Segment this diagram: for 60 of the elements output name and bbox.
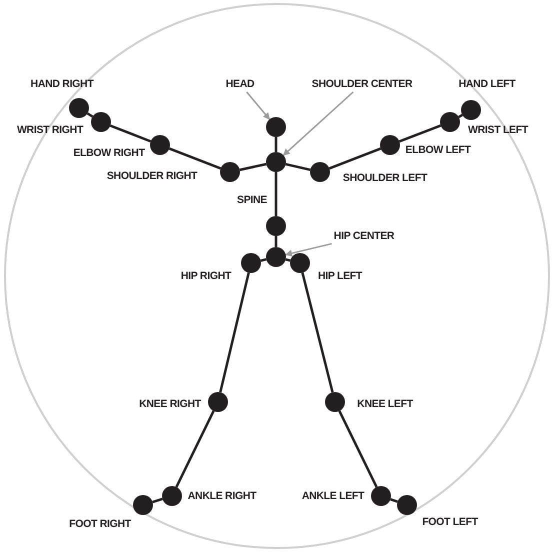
bone-line [168,147,222,170]
bone-line [398,124,442,143]
joint-label: SHOULDER LEFT [342,172,428,184]
leader-arrow [246,92,270,120]
joint-label: HAND LEFT [458,78,516,90]
joint-circle [380,135,400,155]
joint-circle [310,162,330,182]
leader-arrow [282,91,354,156]
joint-circle [290,253,310,273]
bone-line [274,236,278,247]
joint-circle [266,247,286,267]
joint-label: SHOULDER CENTER [312,78,412,90]
bone-line [240,162,266,172]
joint-label: ANKLE LEFT [302,490,364,502]
joint-label: WRIST RIGHT [16,124,84,136]
joint-label: ANKLE RIGHT [188,490,256,502]
bone-line [86,112,94,118]
joint-circle [208,392,228,412]
joint-circle [266,117,286,137]
joint-label: KNEE LEFT [357,398,413,410]
bone-line [219,272,250,393]
joint-circle [440,112,460,132]
joint-label: ELBOW LEFT [405,144,471,156]
joint-circle [150,135,170,155]
joint-label: FOOT RIGHT [69,518,131,530]
joint-label: HEAD [226,78,254,90]
joint-circle [461,100,481,120]
joint-label: HIP LEFT [318,270,362,282]
leader-arrow [285,242,332,257]
joint-label: HIP CENTER [334,230,394,242]
joint-circle [241,253,261,273]
joint-circle [397,495,417,515]
joint-label: ELBOW RIGHT [73,147,145,159]
joint-label: SHOULDER RIGHT [106,170,198,182]
joint-circle [371,486,391,506]
joint-circle [220,162,240,182]
bone-line [390,498,398,503]
joint-label: HAND RIGHT [30,78,94,90]
joint-circle [162,486,182,506]
joint-circle [91,112,111,132]
bone-line [301,272,334,393]
joint-label: HIP RIGHT [180,270,232,282]
joint-label: FOOT LEFT [422,516,478,528]
bone-line [175,410,215,488]
bone-line [110,124,152,143]
joint-circle [133,495,153,515]
joint-label: KNEE RIGHT [139,398,201,410]
joint-circle [266,216,286,236]
joint-circle [266,152,286,172]
bone-line [152,498,163,504]
bone-line [274,172,278,216]
bone-line [274,137,278,152]
joint-circle [325,392,345,412]
bone-line [260,258,267,262]
joint-label: WRIST LEFT [468,124,528,136]
bone-line [338,410,378,488]
bone-line [285,163,311,171]
joint-circle [69,98,89,118]
joint-label: SPINE [237,194,267,206]
bone-line [328,147,382,170]
